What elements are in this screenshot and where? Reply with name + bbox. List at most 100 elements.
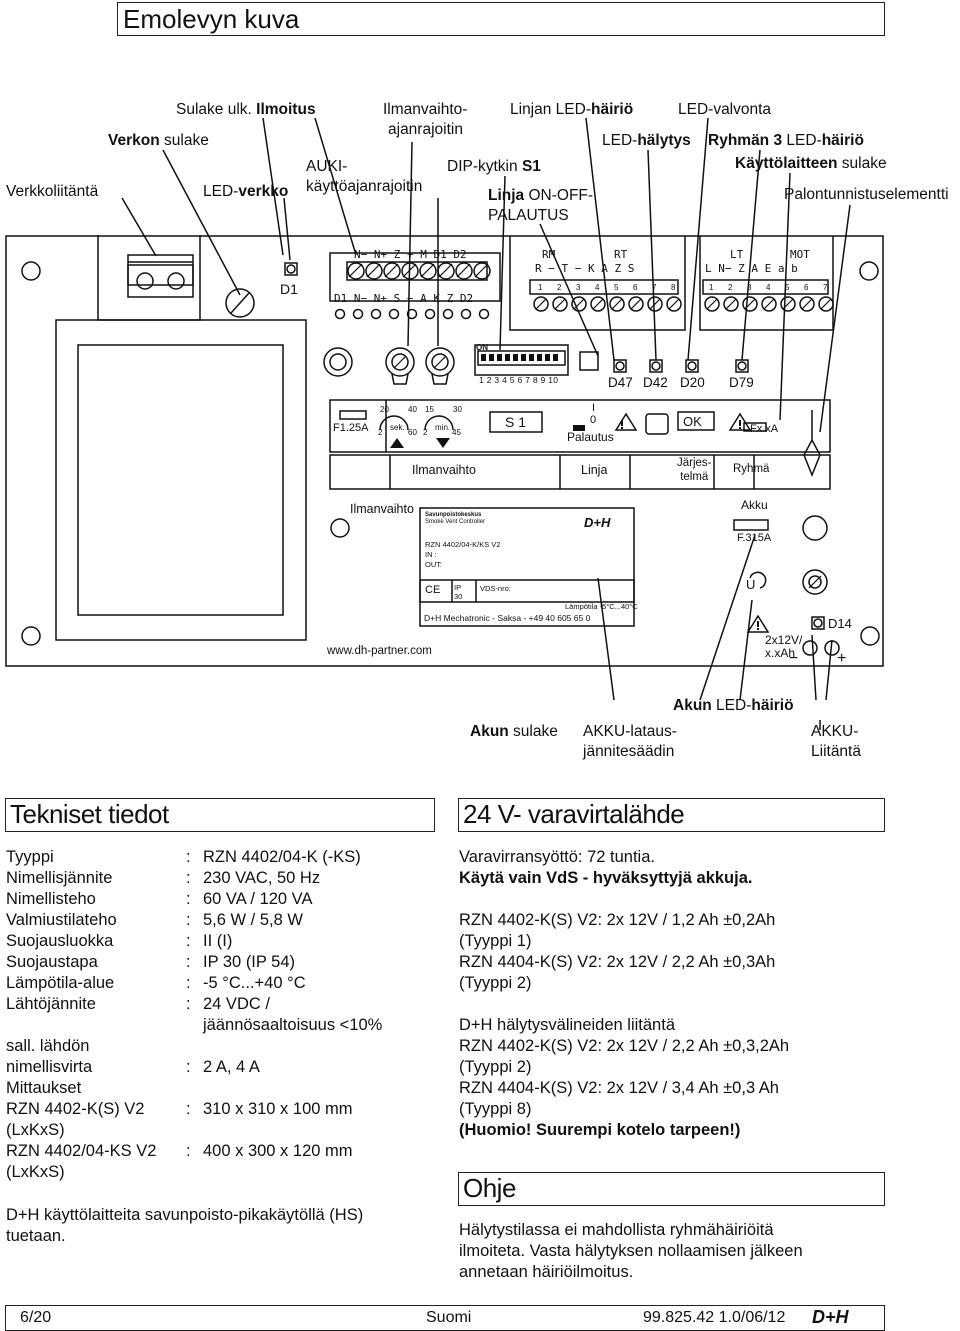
tech-value: 230 VAC, 50 Hz [203,869,321,887]
rm-num-2: 2 [557,283,562,292]
callout-led-verkko: LED-verkko [203,183,289,200]
tech-row: Valmiustilateho:5,6 W / 5,8 W [6,910,446,931]
tech-key: Valmiustilateho [6,911,117,929]
tech-colon: : [186,869,191,887]
lt-row-labels: L N− Z A E a b [705,262,798,275]
callout-led-halytys: LED-hälytys [602,132,691,149]
led-d20: D20 [680,375,705,390]
plate-ip: IP [454,583,462,592]
led-d79: D79 [729,375,754,390]
board-d1: D1 [280,281,298,297]
lt-num-7: 7 [823,283,828,292]
panel-ilmanvaihto2: Ilmanvaihto [350,502,414,516]
rm-num-4: 4 [595,283,600,292]
ohje-line-2: ilmoiteta. Vasta hälytyksen nollaamisen … [459,1242,803,1260]
panel-akku: Akku [741,498,768,512]
footer-doc: 99.825.42 1.0/06/12 [643,1309,786,1326]
tech-row: jäännösaaltoisuus <10% [6,1015,446,1036]
plate-brand: D+H [584,515,611,530]
tech-row: Tyyppi:RZN 4402/04-K (-KS) [6,847,446,868]
timer1-val-60: 60 [408,428,417,437]
tech-value: 5,6 W / 5,8 W [203,911,303,929]
tech-row: RZN 4402-K(S) V2:310 x 310 x 100 mm [6,1099,446,1120]
tech-colon: : [186,848,191,866]
lt-num-1: 1 [709,283,714,292]
battery-spec: 2x12V/x.xAh [765,633,803,660]
tech-key: sall. lähdön [6,1037,90,1055]
tech-value: 310 x 310 x 100 mm [203,1100,353,1118]
rt-label: RT [614,248,628,261]
panel-jarjestelma: Järjes-telmä [677,457,712,483]
board-outline [5,235,884,667]
tech-colon: : [186,1100,191,1118]
tech-colon: : [186,1142,191,1160]
timer1-val-40: 40 [408,405,417,414]
battery-line-11: (Tyyppi 8) [459,1100,532,1118]
timer2-unit: min. [435,423,451,432]
terminal-bottom-labels: D1 N− N+ S − A K Z D2 [334,292,474,305]
tech-row: Lähtöjännite:24 VDC / [6,994,446,1015]
board-diagram [5,117,884,730]
rm-row-labels: R − T − K A Z S [535,262,635,275]
battery-heading: 24 V- varavirtalähde [463,799,685,829]
led-d14: D14 [828,616,852,631]
tech-value: jäännösaaltoisuus <10% [203,1016,383,1034]
tech-key: Lämpötila-alue [6,974,115,992]
tech-value: -5 °C...+40 °C [203,974,306,992]
tech-row: (LxKxS) [6,1162,446,1183]
ohje-line-3: annetaan häiriöilmoitus. [459,1263,634,1281]
lt-num-2: 2 [728,283,733,292]
callout-verkon-sulake: Verkon sulake [108,132,209,149]
timer1-val-2: 2 [378,428,383,437]
lt-num-3: 3 [747,283,752,292]
callout-palontunnistus: Palontunnistuselementti [784,186,949,203]
battery-text: Varavirransyöttö: 72 tuntia. Käytä vain … [459,847,789,1141]
rm-num-8: 8 [671,283,676,292]
tech-value: 60 VA / 120 VA [203,890,313,908]
callout-ryhman: Ryhmän 3 LED-häiriö [708,132,864,149]
callout-linjan-led: Linjan LED-häiriö [510,101,634,118]
tech-row: Lämpötila-alue:-5 °C...+40 °C [6,973,446,994]
tech-colon: : [186,890,191,908]
rm-label: RM [542,248,556,261]
timer2-val-15: 15 [425,405,434,414]
plate-ce: CE [425,584,441,596]
tech-key: Lähtöjännite [6,995,96,1013]
tech-value: IP 30 (IP 54) [203,953,296,971]
rm-num-1: 1 [538,283,543,292]
tech-colon: : [186,953,191,971]
plate-line1: Savunpoistokeskus [425,512,482,518]
tech-row: (LxKxS) [6,1120,446,1141]
terminal-top-labels: N− N+ Z + M D1 D2 [354,248,467,261]
board-www: www.dh-partner.com [327,645,432,657]
plate-vds: VDS-nro: [480,584,511,593]
tech-key: Mittaukset [6,1079,82,1097]
tech-value: 2 A, 4 A [203,1058,260,1076]
timer2-val-2: 2 [423,428,428,437]
tech-colon: : [186,911,191,929]
plate-footer: D+H Mechatronic - Saksa - +49 40 605 65 … [424,613,591,623]
tech-key: (LxKxS) [6,1163,65,1181]
lt-num-5: 5 [785,283,790,292]
switch-palautus: Palautus [567,430,614,444]
led-d47: D47 [608,375,633,390]
tech-key: Tyyppi [6,848,54,866]
callout-akun-sulake: Akun sulake [470,723,558,740]
battery-line-1: Varavirransyöttö: 72 tuntia. [459,848,655,866]
tech-colon: : [186,1058,191,1076]
s1-label: S 1 [505,414,527,430]
tech-key: Suojaustapa [6,953,98,971]
plate-out: OUT: [425,560,443,569]
footer-lang: Suomi [426,1309,472,1326]
callout-akku-liitanta: AKKU-Liitäntä [811,723,861,760]
footer: 6/20 Suomi 99.825.42 1.0/06/12 D+H [5,1305,885,1331]
rm-num-3: 3 [576,283,581,292]
tech-row: Nimellisteho:60 VA / 120 VA [6,889,446,910]
footer-page: 6/20 [20,1309,52,1326]
tech-row: Suojaustapa: IP 30 (IP 54) [6,952,446,973]
battery-plus: + [837,650,847,667]
callout-dip: DIP-kytkin S1 [447,158,541,175]
ohje-heading-box: Ohje [458,1172,885,1206]
tech-row: Suojausluokka:II (I) [6,931,446,952]
rm-num-7: 7 [652,283,657,292]
